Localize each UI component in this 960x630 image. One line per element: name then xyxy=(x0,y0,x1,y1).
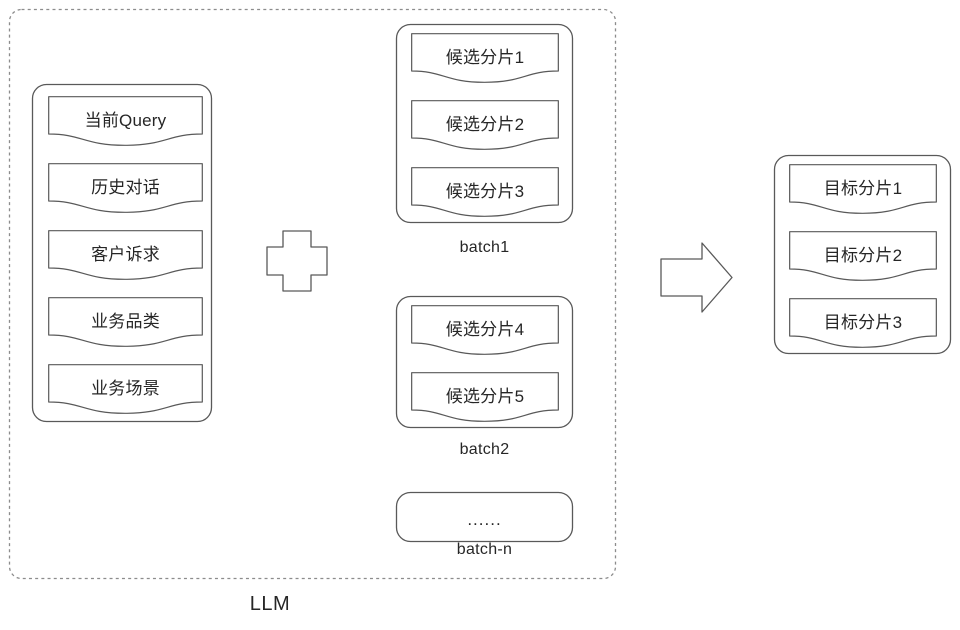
batch-n-frame xyxy=(395,491,574,543)
batch2-card-5[interactable] xyxy=(411,372,559,422)
target-card-2[interactable] xyxy=(789,231,937,281)
batch1-card-2[interactable] xyxy=(411,100,559,150)
arrow-right-icon xyxy=(660,242,733,313)
flow-arrow xyxy=(660,243,733,313)
batch2-card-4[interactable] xyxy=(411,305,559,355)
target-card-1[interactable] xyxy=(789,164,937,214)
context-card-customer-demand[interactable] xyxy=(48,230,203,280)
plus-operator xyxy=(267,231,327,291)
context-card-business-scene[interactable] xyxy=(48,364,203,414)
context-card-history-dialog[interactable] xyxy=(48,163,203,213)
context-card-current-query[interactable] xyxy=(48,96,203,146)
batch-n-box[interactable] xyxy=(396,492,573,542)
batch1-card-3[interactable] xyxy=(411,167,559,217)
target-card-3[interactable] xyxy=(789,298,937,348)
batch1-card-1[interactable] xyxy=(411,33,559,83)
context-card-business-category[interactable] xyxy=(48,297,203,347)
plus-icon xyxy=(266,230,328,292)
